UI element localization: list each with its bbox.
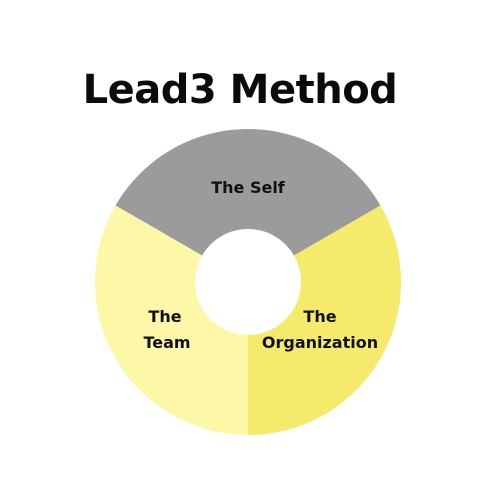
segment-the-self: [115, 129, 381, 256]
segment-label-the-self: The Self: [211, 178, 286, 197]
segment-label-the-team-line1: The: [148, 307, 181, 326]
segment-label-the-team-line2: Team: [143, 333, 190, 352]
segment-the-organization: [248, 205, 401, 435]
segment-the-team: [95, 205, 248, 435]
segment-label-the-organization-line2: Organization: [262, 333, 378, 352]
segment-label-the-organization-line1: The: [303, 307, 336, 326]
diagram-title: Lead3 Method: [82, 67, 398, 113]
